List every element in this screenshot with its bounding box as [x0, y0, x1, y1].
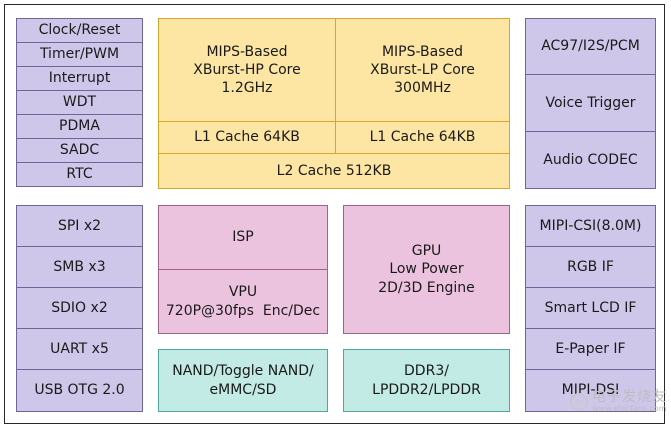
block-hp-core: MIPS-Based XBurst-HP Core 1.2GHz — [158, 18, 336, 122]
block-epaper-if: E-Paper IF — [525, 328, 656, 370]
block-lp-l1-cache: L1 Cache 64KB — [335, 121, 510, 154]
block-usb-otg: USB OTG 2.0 — [16, 369, 143, 412]
gpu-line-1: GPU — [411, 243, 442, 260]
block-clock-reset: Clock/Reset — [16, 18, 143, 43]
block-uart: UART x5 — [16, 328, 143, 370]
gpu-line-3: 2D/3D Engine — [378, 279, 475, 296]
block-vpu: VPU 720P@30fps Enc/Dec — [158, 269, 328, 334]
block-isp: ISP — [158, 205, 328, 270]
block-ac97-i2s-pcm: AC97/I2S/PCM — [525, 18, 656, 75]
block-interrupt: Interrupt — [16, 66, 143, 91]
lp-core-line-2: XBurst-LP Core — [370, 61, 475, 78]
block-smart-lcd-if: Smart LCD IF — [525, 287, 656, 329]
nand-line-1: NAND/Toggle NAND/ — [172, 363, 314, 380]
block-spi: SPI x2 — [16, 205, 143, 247]
block-pdma: PDMA — [16, 114, 143, 139]
block-sadc: SADC — [16, 138, 143, 163]
block-hp-l1-cache: L1 Cache 64KB — [158, 121, 336, 154]
right-top-audio: AC97/I2S/PCM Voice Trigger Audio CODEC — [525, 18, 656, 189]
block-l2-cache: L2 Cache 512KB — [158, 153, 510, 189]
block-ddr: DDR3/ LPDDR2/LPDDR — [343, 349, 510, 412]
nand-line-2: eMMC/SD — [209, 381, 277, 398]
block-lp-core: MIPS-Based XBurst-LP Core 300MHz — [335, 18, 510, 122]
block-audio-codec: Audio CODEC — [525, 131, 656, 189]
ddr-line-2: LPDDR2/LPDDR — [372, 381, 481, 398]
block-rtc: RTC — [16, 162, 143, 187]
hp-core-line-2: XBurst-HP Core — [193, 61, 301, 78]
block-nand-emmc: NAND/Toggle NAND/ eMMC/SD — [158, 349, 328, 412]
left-bottom-peripherals: SPI x2 SMB x3 SDIO x2 UART x5 USB OTG 2.… — [16, 205, 143, 412]
block-mipi-dsi: MIPI-DSI — [525, 369, 656, 412]
block-mipi-csi: MIPI-CSI(8.0M) — [525, 205, 656, 247]
vpu-line-1: VPU — [228, 284, 258, 301]
block-rgb-if: RGB IF — [525, 246, 656, 288]
hp-core-line-1: MIPS-Based — [206, 43, 288, 60]
block-voice-trigger: Voice Trigger — [525, 74, 656, 132]
ddr-line-1: DDR3/ — [404, 363, 449, 380]
block-gpu: GPU Low Power 2D/3D Engine — [343, 205, 510, 334]
lp-core-line-1: MIPS-Based — [381, 43, 464, 60]
block-timer-pwm: Timer/PWM — [16, 42, 143, 67]
block-sdio: SDIO x2 — [16, 287, 143, 329]
left-top-peripherals: Clock/Reset Timer/PWM Interrupt WDT PDMA… — [16, 18, 143, 189]
vpu-line-2: 720P@30fps Enc/Dec — [165, 302, 321, 319]
hp-core-line-3: 1.2GHz — [221, 80, 273, 97]
block-smb: SMB x3 — [16, 246, 143, 288]
lp-core-line-3: 300MHz — [394, 80, 451, 97]
right-bottom-display: MIPI-CSI(8.0M) RGB IF Smart LCD IF E-Pap… — [525, 205, 656, 412]
gpu-line-2: Low Power — [389, 261, 464, 278]
block-wdt: WDT — [16, 90, 143, 115]
